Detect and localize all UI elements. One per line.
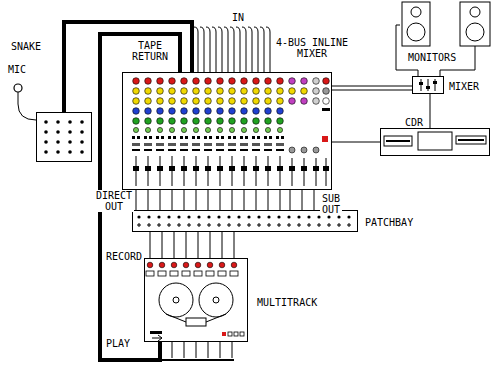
mixer-console: 4-BUS INLINE MIXER [122, 72, 332, 190]
stage-box: SNAKE [36, 112, 92, 162]
cable-label: SUB OUT [320, 193, 342, 215]
mic-label: MIC [8, 64, 26, 75]
signal-cable [396, 25, 418, 76]
monitor-speakers: MONITORS [400, 0, 492, 50]
monitor-mixer: MIXER [412, 76, 444, 94]
cable-label: TAPE RETURN [130, 40, 170, 62]
node-label: MULTITRACK [257, 297, 317, 308]
play-label: PLAY [106, 338, 130, 349]
signal-cable [136, 190, 137, 210]
node-label: 4-BUS INLINE MIXER [273, 37, 351, 59]
node-label: PATCHBAY [365, 217, 413, 228]
node-label: CDR [405, 117, 423, 128]
multitrack-recorder: MULTITRACK [144, 258, 248, 342]
cd-recorder: CDR [380, 128, 490, 156]
signal-cable [430, 94, 431, 128]
signal-cable [150, 232, 151, 258]
cable-label: RECORD [106, 251, 142, 262]
cable-label: DIRECT OUT [94, 190, 134, 212]
node-label: MIXER [449, 81, 479, 92]
node-label: SNAKE [11, 41, 41, 52]
signal-cable [314, 190, 315, 210]
input-label: IN [232, 12, 244, 23]
signal-cable [332, 86, 412, 87]
node-label: MONITORS [408, 52, 456, 63]
